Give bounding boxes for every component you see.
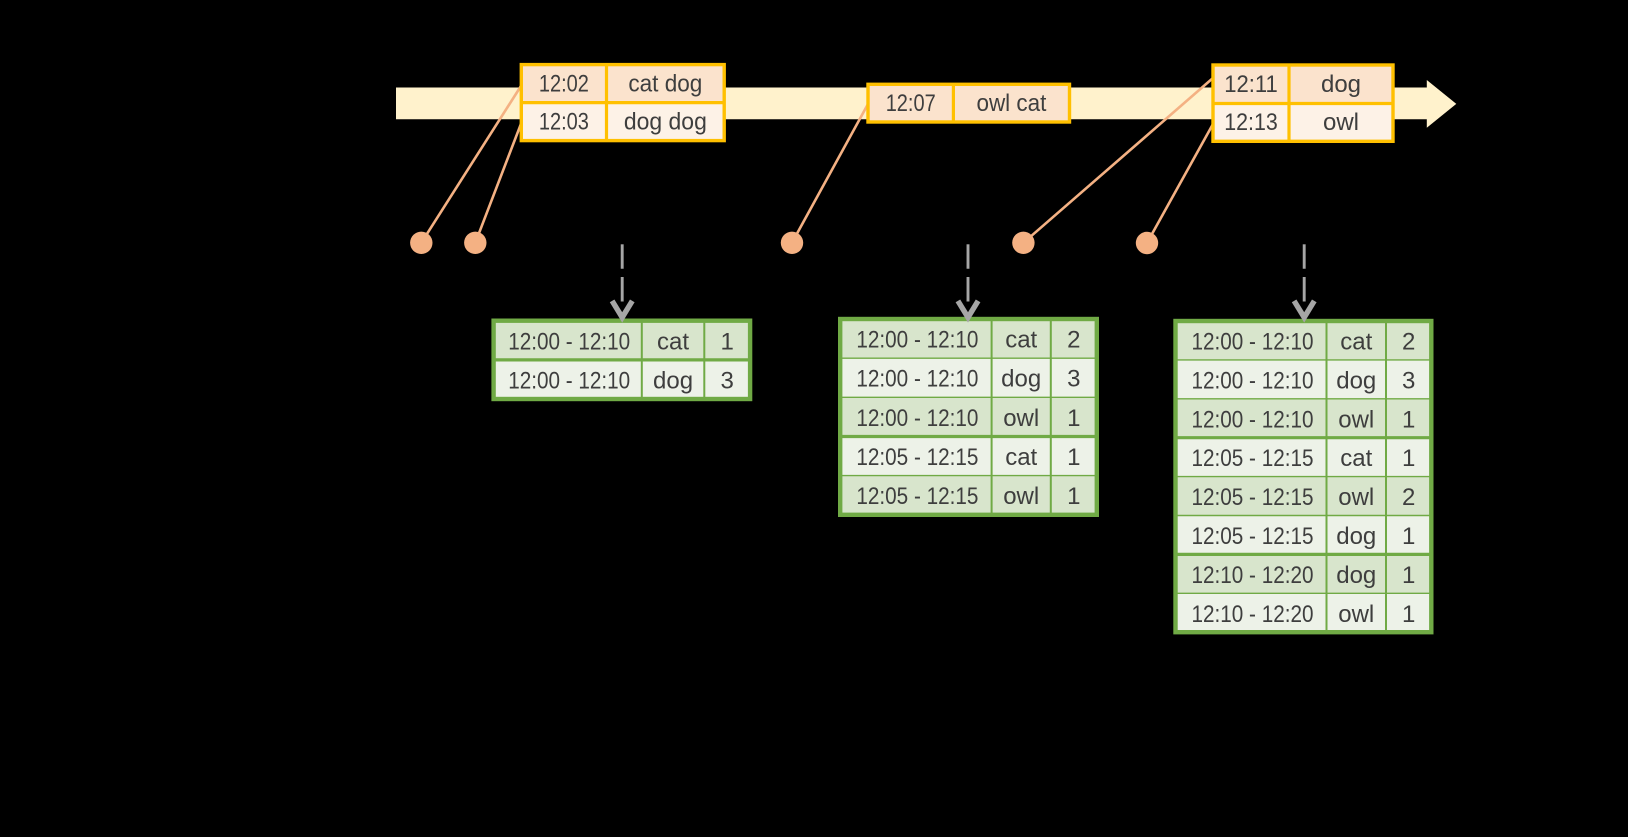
- svg-text:12:13: 12:13: [1224, 109, 1278, 136]
- svg-text:2: 2: [1067, 327, 1080, 354]
- svg-text:1: 1: [1402, 523, 1415, 550]
- svg-text:1: 1: [1402, 445, 1415, 472]
- svg-text:3: 3: [1402, 367, 1415, 394]
- svg-text:dog: dog: [1336, 367, 1376, 394]
- svg-text:owl: owl: [1338, 601, 1374, 628]
- svg-text:12:00 - 12:10: 12:00 - 12:10: [1192, 367, 1314, 394]
- svg-text:dog: dog: [1001, 366, 1041, 393]
- svg-text:12:05 - 12:15: 12:05 - 12:15: [1192, 523, 1314, 550]
- svg-text:12:00 - 12:10: 12:00 - 12:10: [1192, 328, 1314, 355]
- svg-text:1: 1: [1067, 483, 1080, 510]
- svg-text:12:00 - 12:10: 12:00 - 12:10: [856, 327, 978, 354]
- svg-text:cat: cat: [1340, 328, 1372, 355]
- svg-text:12:05 - 12:15: 12:05 - 12:15: [1192, 445, 1314, 472]
- svg-text:cat: cat: [1005, 327, 1037, 354]
- svg-text:12:05 - 12:15: 12:05 - 12:15: [1192, 484, 1314, 511]
- svg-text:owl: owl: [1003, 483, 1039, 510]
- svg-text:cat: cat: [657, 328, 689, 355]
- svg-text:3: 3: [721, 367, 734, 394]
- svg-text:1: 1: [1402, 406, 1415, 433]
- svg-text:12:10 - 12:20: 12:10 - 12:20: [1192, 601, 1314, 628]
- svg-text:dog: dog: [1321, 71, 1361, 98]
- svg-text:cat: cat: [1340, 445, 1372, 472]
- svg-text:owl: owl: [1323, 109, 1359, 136]
- svg-text:1: 1: [1067, 405, 1080, 432]
- svg-text:dog: dog: [653, 367, 693, 394]
- svg-text:cat dog: cat dog: [628, 70, 702, 97]
- svg-text:dog: dog: [1336, 562, 1376, 589]
- svg-text:1: 1: [1402, 601, 1415, 628]
- svg-text:owl cat: owl cat: [976, 90, 1046, 117]
- svg-text:owl: owl: [1338, 484, 1374, 511]
- svg-text:1: 1: [1067, 444, 1080, 471]
- svg-text:2: 2: [1402, 484, 1415, 511]
- svg-text:12:11: 12:11: [1224, 71, 1278, 98]
- svg-text:2: 2: [1402, 328, 1415, 355]
- svg-text:12:00 - 12:10: 12:00 - 12:10: [508, 367, 630, 394]
- svg-text:12:10 - 12:20: 12:10 - 12:20: [1192, 562, 1314, 589]
- svg-text:12:03: 12:03: [539, 108, 589, 135]
- svg-text:1: 1: [1402, 562, 1415, 589]
- svg-text:owl: owl: [1003, 405, 1039, 432]
- svg-text:12:00 - 12:10: 12:00 - 12:10: [508, 328, 630, 355]
- svg-text:dog: dog: [1336, 523, 1376, 550]
- svg-text:12:07: 12:07: [886, 90, 936, 117]
- svg-text:3: 3: [1067, 366, 1080, 393]
- svg-text:1: 1: [721, 328, 734, 355]
- svg-text:owl: owl: [1338, 406, 1374, 433]
- svg-text:12:00 - 12:10: 12:00 - 12:10: [1192, 406, 1314, 433]
- svg-text:12:05 - 12:15: 12:05 - 12:15: [856, 444, 978, 471]
- svg-text:12:05 - 12:15: 12:05 - 12:15: [856, 483, 978, 510]
- svg-text:12:02: 12:02: [539, 70, 589, 97]
- svg-text:cat: cat: [1005, 444, 1037, 471]
- svg-text:12:00 - 12:10: 12:00 - 12:10: [856, 366, 978, 393]
- svg-text:12:00 - 12:10: 12:00 - 12:10: [856, 405, 978, 432]
- svg-text:dog dog: dog dog: [624, 108, 707, 135]
